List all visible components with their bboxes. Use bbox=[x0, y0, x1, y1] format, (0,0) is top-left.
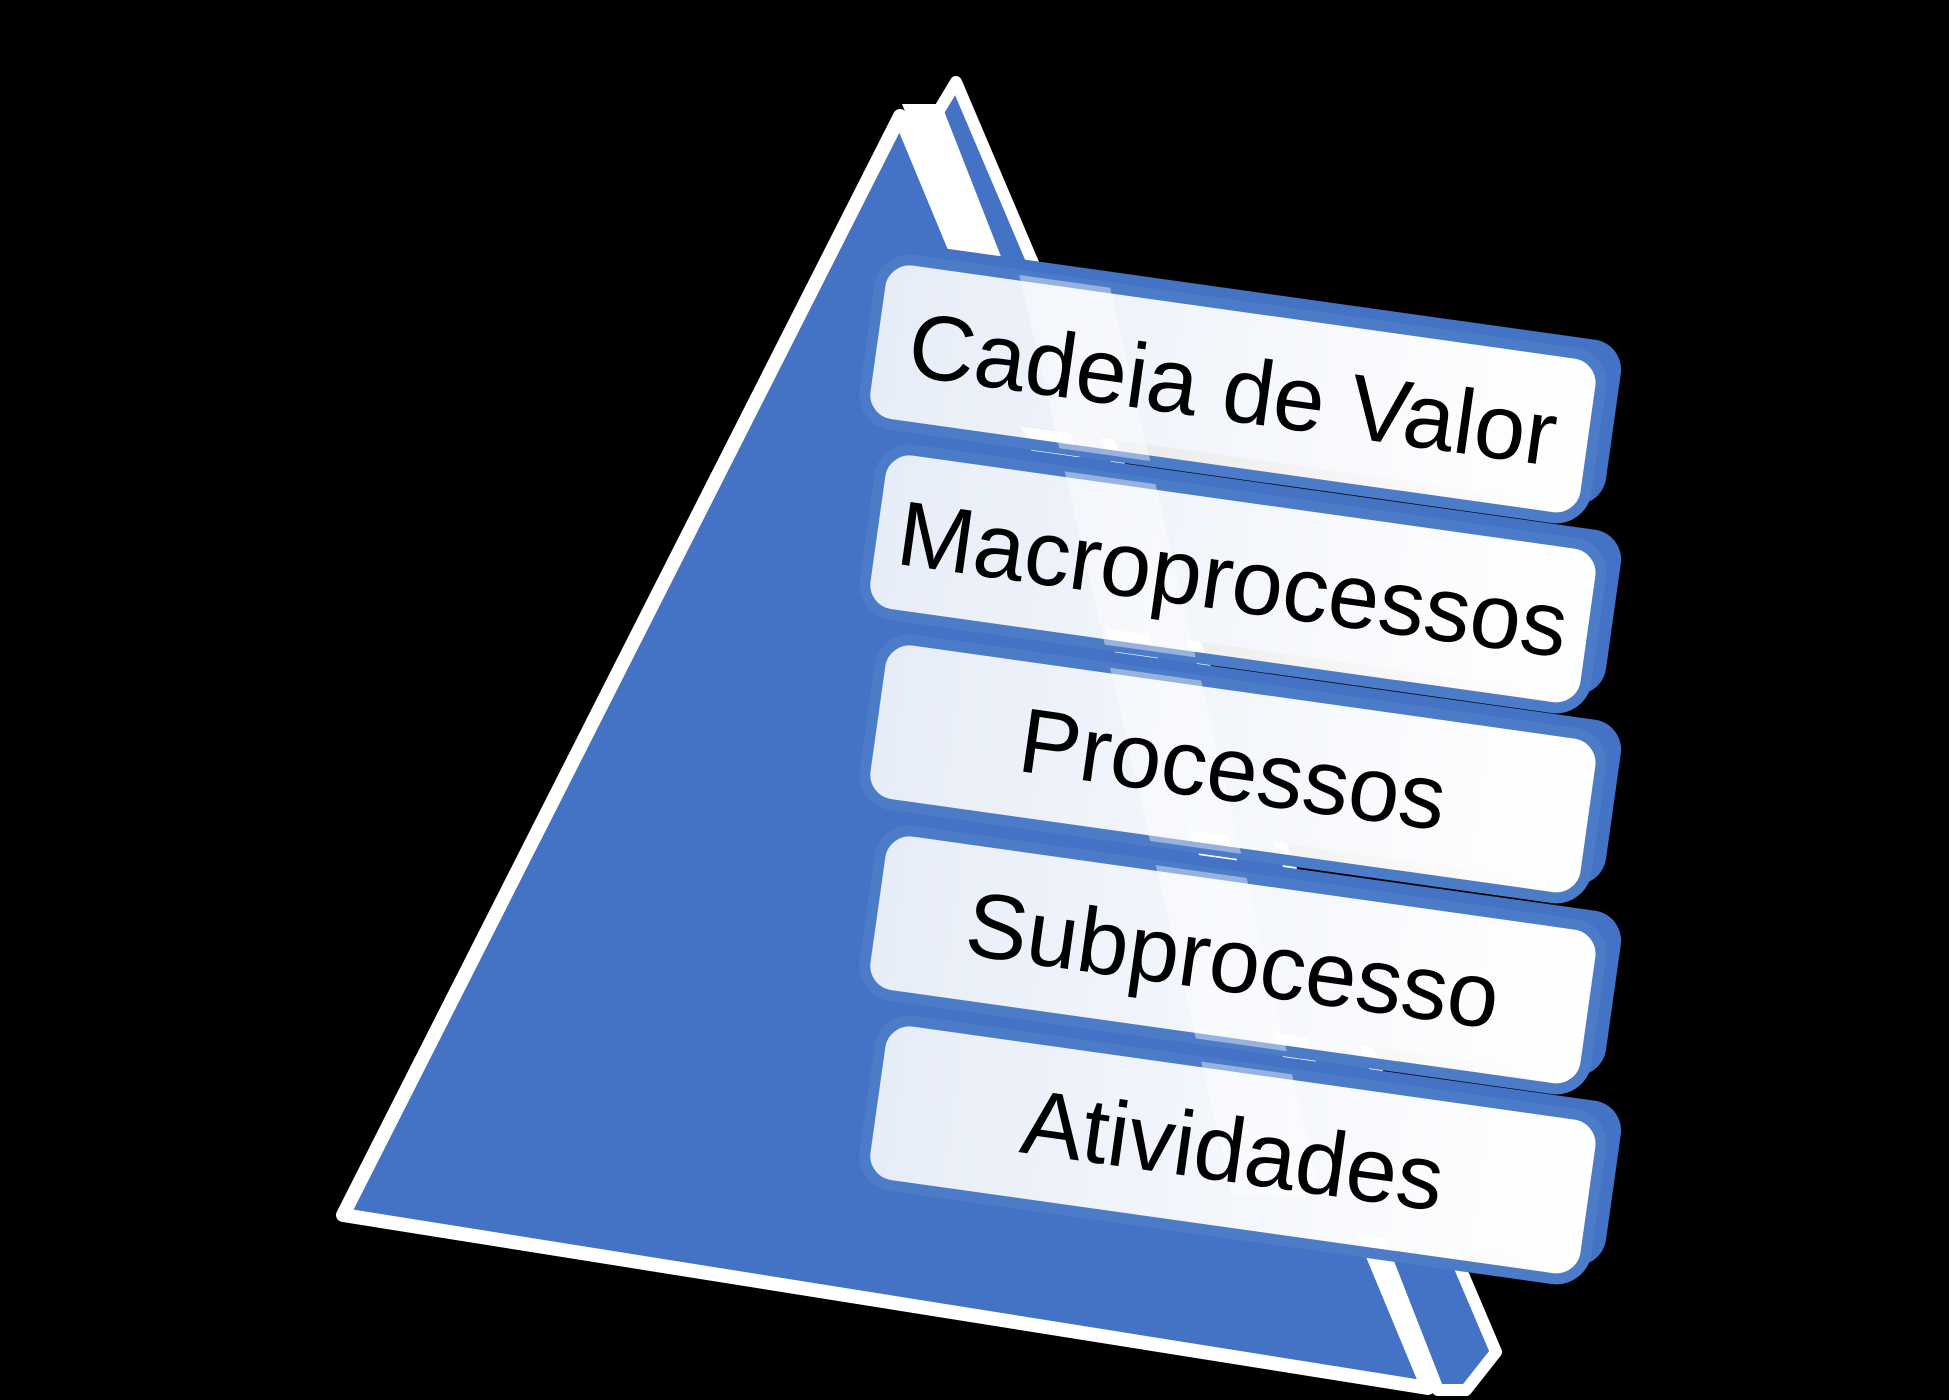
level-bar-2 bbox=[859, 436, 1622, 714]
level-bar-face bbox=[859, 1015, 1607, 1285]
level-bar-3 bbox=[859, 626, 1622, 904]
glass-sheen-highlight bbox=[1010, 256, 1320, 1195]
level-bar-1 bbox=[859, 246, 1622, 524]
level-bar-4 bbox=[859, 817, 1622, 1095]
level-bars-group bbox=[859, 246, 1622, 1285]
level-bar-5 bbox=[859, 1007, 1622, 1285]
sheen-clip-group bbox=[1010, 256, 1320, 1195]
level-bar-face bbox=[859, 444, 1607, 714]
level-bar-face bbox=[859, 634, 1607, 904]
level-bar-face bbox=[859, 825, 1607, 1095]
level-bar-face bbox=[859, 254, 1607, 524]
